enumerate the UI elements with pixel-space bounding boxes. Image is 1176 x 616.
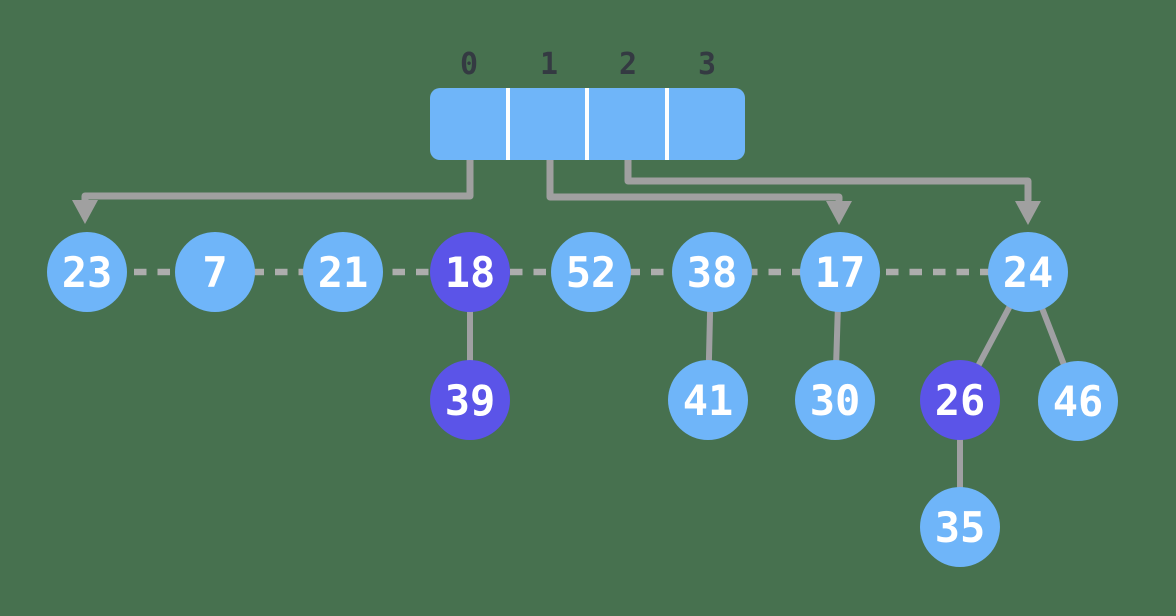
bucket2-arrow-line <box>624 154 1032 204</box>
node-18: 18 <box>430 232 510 312</box>
node-23: 23 <box>47 232 127 312</box>
node-26: 26 <box>920 360 1000 440</box>
node-7: 7 <box>175 232 255 312</box>
array-cell-divider <box>665 88 669 160</box>
bucket-index-0: 0 <box>459 47 479 82</box>
node-21: 21 <box>303 232 383 312</box>
bucket-index-2: 2 <box>618 47 638 82</box>
node-17: 17 <box>800 232 880 312</box>
array-cell-divider <box>506 88 510 160</box>
node-52: 52 <box>551 232 631 312</box>
bucket0-arrowhead <box>72 200 98 224</box>
array-cell-divider <box>585 88 589 160</box>
bucket-array <box>430 88 745 160</box>
node-41: 41 <box>668 360 748 440</box>
bucket-index-1: 1 <box>539 47 559 82</box>
node-24: 24 <box>988 232 1068 312</box>
bucket2-arrowhead <box>1015 201 1041 225</box>
bucket-index-3: 3 <box>697 47 717 82</box>
node-35: 35 <box>920 487 1000 567</box>
node-39: 39 <box>430 360 510 440</box>
node-46: 46 <box>1038 361 1118 441</box>
node-38: 38 <box>672 232 752 312</box>
node-30: 30 <box>795 360 875 440</box>
bucket1-arrow-line <box>546 154 843 204</box>
bucket0-arrow-line <box>81 154 474 204</box>
bucket1-arrowhead <box>826 201 852 225</box>
